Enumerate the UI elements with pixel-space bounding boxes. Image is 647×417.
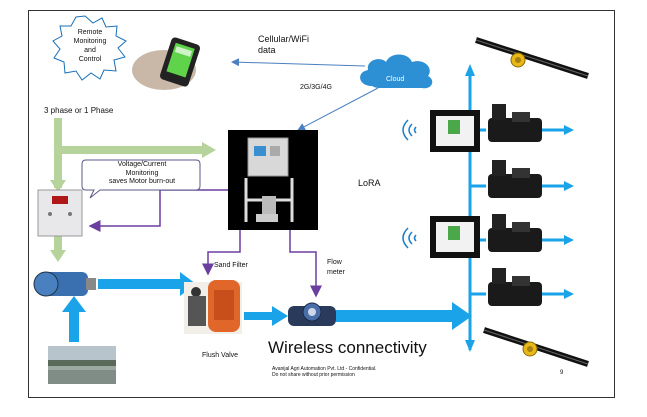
voltage-monitoring-label: Voltage/Current Monitoring saves Motor b… bbox=[86, 161, 198, 187]
remote-monitoring-line: Control bbox=[78, 56, 102, 63]
wireless-icon-1 bbox=[402, 119, 417, 141]
voltage-monitoring-line: saves Motor burn-out bbox=[108, 178, 176, 185]
voltage-monitoring-line: Voltage/Current bbox=[117, 161, 167, 168]
field-photo bbox=[48, 346, 116, 384]
solenoid-valve-2 bbox=[488, 160, 542, 198]
cloud-to-phone-arrow bbox=[231, 58, 366, 67]
solenoid-valve-3 bbox=[488, 214, 542, 252]
page-number: 9 bbox=[560, 370, 564, 376]
wireless-icon-2 bbox=[402, 227, 417, 249]
flow-meter-icon bbox=[288, 302, 336, 326]
cellular-wifi-line: data bbox=[258, 45, 276, 55]
flow-meter-line: meter bbox=[327, 269, 345, 276]
wireless-connectivity-title: Wireless connectivity bbox=[268, 338, 427, 357]
flush-valve-label: Flush Valve bbox=[202, 352, 239, 359]
solenoid-valve-4 bbox=[488, 268, 542, 306]
phase-label: 3 phase or 1 Phase bbox=[44, 106, 114, 115]
footer-line: Avanijal Agri Automation Pvt. Ltd - Conf… bbox=[272, 366, 377, 372]
pump-icon bbox=[33, 271, 96, 297]
voltage-monitoring-line: Monitoring bbox=[125, 169, 159, 177]
slide-frame bbox=[28, 10, 615, 398]
remote-monitoring-label: Remote Monitoring and Control bbox=[68, 28, 112, 64]
cloud-label: Cloud bbox=[386, 76, 405, 83]
smartphone-icon bbox=[132, 37, 201, 90]
lora-label: LoRA bbox=[358, 178, 381, 188]
flow-meter-label: Flow meter bbox=[327, 258, 345, 278]
cloud-to-controller-arrow bbox=[297, 87, 379, 131]
voltage-callout-box bbox=[81, 159, 201, 199]
controller-unit bbox=[228, 130, 318, 230]
motor-starter-box bbox=[37, 189, 83, 237]
remote-monitoring-line: Monitoring bbox=[73, 38, 107, 45]
sand-filter-icon bbox=[184, 280, 242, 334]
cellular-wifi-label: Cellular/WiFi data bbox=[258, 34, 309, 56]
cloud-icon bbox=[360, 54, 433, 89]
field-node-1 bbox=[430, 110, 480, 152]
footer-confidential: Avanijal Agri Automation Pvt. Ltd - Conf… bbox=[272, 366, 376, 378]
remote-monitoring-line: Remote bbox=[77, 29, 103, 36]
drip-pipe-bottom bbox=[483, 327, 589, 367]
footer-line: Do not share without prior permission bbox=[272, 372, 355, 378]
sand-filter-label: Sand Filter bbox=[214, 262, 248, 269]
remote-monitoring-line: and bbox=[84, 47, 96, 54]
power-line bbox=[50, 118, 216, 262]
field-node-2 bbox=[430, 216, 480, 258]
solenoid-valve-1 bbox=[488, 104, 542, 142]
drip-pipe-top bbox=[475, 37, 589, 79]
network-label: 2G/3G/4G bbox=[300, 84, 332, 91]
cellular-wifi-line: Cellular/WiFi bbox=[258, 34, 310, 44]
remote-monitoring-burst bbox=[52, 15, 127, 81]
flow-meter-line: Flow bbox=[327, 259, 342, 266]
